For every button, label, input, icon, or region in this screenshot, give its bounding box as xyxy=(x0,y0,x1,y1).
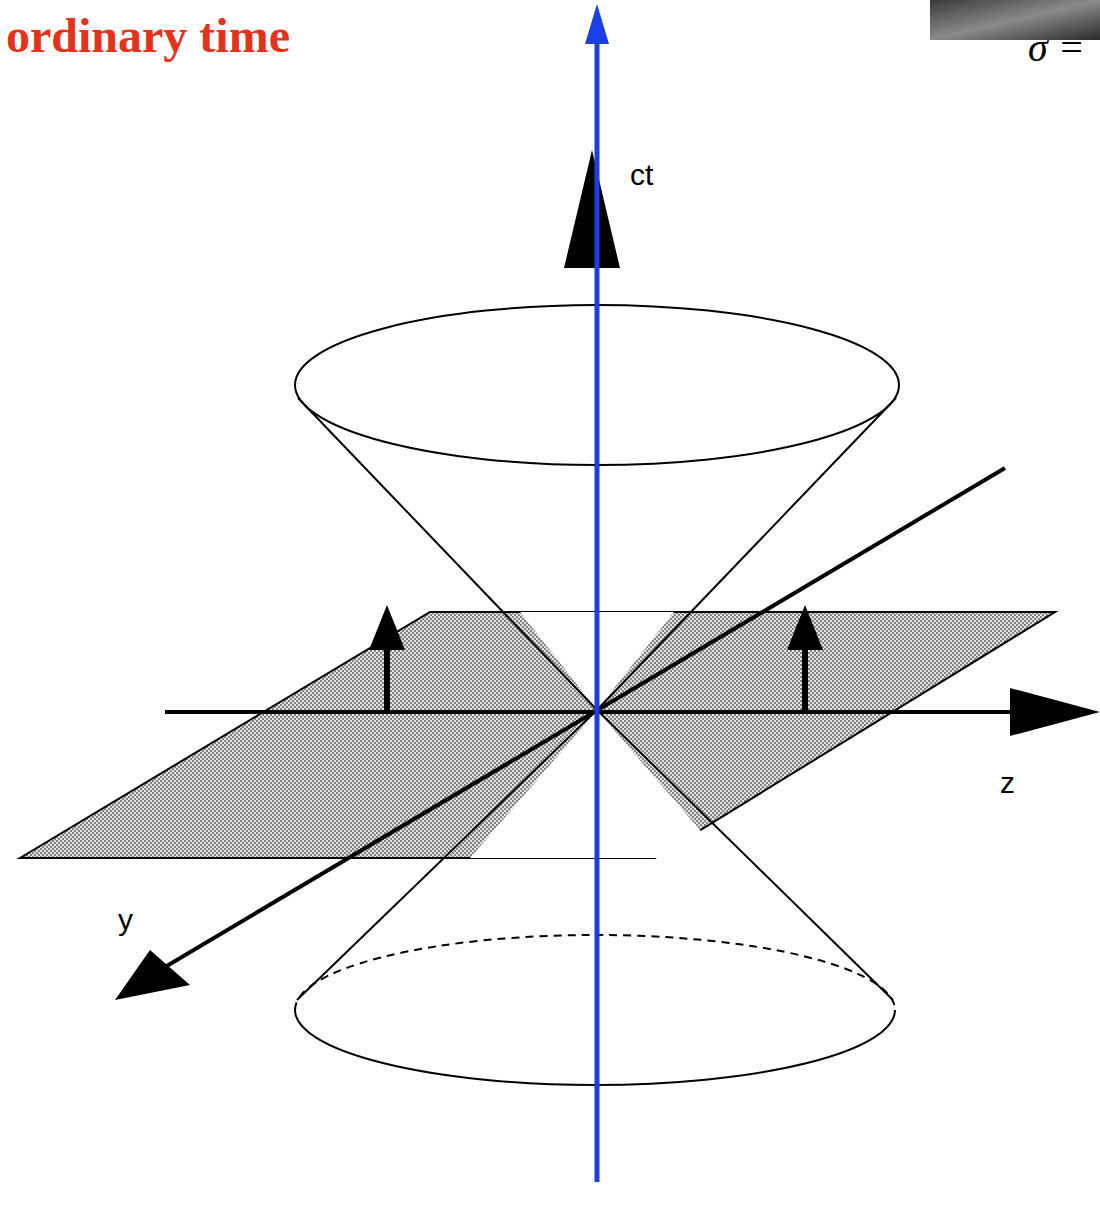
past-cone-edge xyxy=(297,710,597,1000)
z-axis-head xyxy=(1010,688,1100,736)
past-cone-edge xyxy=(597,710,893,1000)
future-cone-edge xyxy=(298,398,597,710)
normal-arrow-head xyxy=(787,605,823,650)
future-cone-edge xyxy=(597,398,896,710)
ct-axis-head xyxy=(564,150,620,268)
axis-label: z xyxy=(1000,768,1015,798)
time-axis xyxy=(595,40,600,1182)
axis-label: y xyxy=(118,905,133,935)
normal-arrow xyxy=(802,645,808,712)
time-axis-head xyxy=(585,4,609,44)
slide-title: ordinary time xyxy=(6,12,290,60)
y-axis-head xyxy=(115,950,190,1000)
formula-fragment: σ = xyxy=(1028,28,1085,68)
axis-label: ct xyxy=(630,160,653,190)
normal-arrow-head xyxy=(369,605,405,650)
normal-arrow xyxy=(384,645,390,712)
y-axis xyxy=(160,468,1005,970)
